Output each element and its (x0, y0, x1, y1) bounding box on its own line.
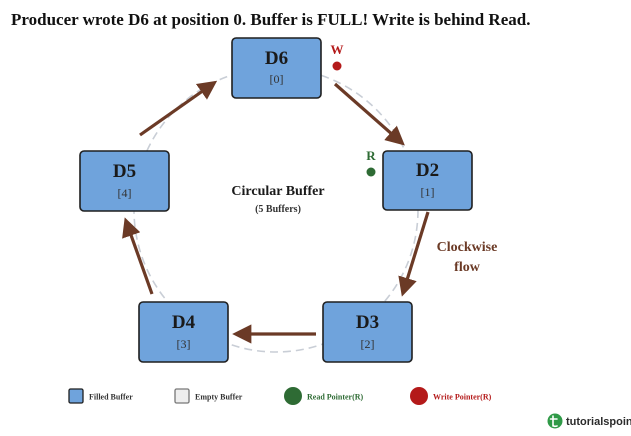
logo-text: tutorialspoint (566, 416, 631, 428)
buffer-slot-1: D2 [1] (382, 150, 473, 211)
tutorialspoint-logo: tutorialspoint (547, 413, 631, 429)
legend-read-label: Read Pointer(R) (307, 393, 364, 402)
legend-empty-label: Empty Buffer (195, 393, 243, 402)
buffer-index: [3] (177, 337, 191, 351)
read-pointer-dot (366, 167, 376, 177)
legend-empty-swatch (174, 388, 190, 404)
buffer-slot-0: D6 [0] (231, 37, 322, 99)
legend-filled-label: Filled Buffer (89, 393, 133, 402)
legend: Filled Buffer Empty Buffer Read Pointer(… (68, 387, 492, 405)
flow-label-line2: flow (454, 260, 481, 275)
buffer-index: [4] (118, 186, 132, 200)
center-title: Circular Buffer (231, 184, 324, 199)
buffer-slot-4: D5 [4] (79, 150, 170, 212)
buffer-index: [2] (361, 337, 375, 351)
buffer-box (79, 150, 170, 212)
write-pointer-label: W (331, 42, 344, 57)
legend-write-label: Write Pointer(R) (433, 393, 492, 402)
buffer-index: [1] (421, 185, 435, 199)
buffer-box (322, 301, 413, 363)
legend-filled-swatch (68, 388, 84, 404)
arrow-d6-to-d2 (333, 82, 405, 146)
buffer-box (382, 150, 473, 211)
read-pointer-label: R (366, 148, 376, 163)
buffer-name: D5 (113, 161, 136, 182)
buffer-name: D6 (265, 48, 288, 69)
legend-read-dot (284, 387, 302, 405)
arrow-d5-to-d6 (139, 80, 218, 137)
buffer-box (231, 37, 322, 99)
buffer-name: D3 (356, 312, 379, 333)
center-subtitle: (5 Buffers) (255, 204, 301, 215)
arrow-d4-to-d5 (122, 217, 154, 295)
buffer-slot-3: D4 [3] (138, 301, 229, 363)
diagram-title: Producer wrote D6 at position 0. Buffer … (11, 10, 530, 29)
buffer-name: D4 (172, 312, 196, 333)
flow-label-line1: Clockwise (437, 240, 498, 255)
write-pointer-dot (332, 61, 342, 71)
buffer-name: D2 (416, 160, 439, 181)
buffer-index: [0] (270, 72, 284, 86)
arrow-d2-to-d3 (398, 211, 430, 297)
tutorialspoint-logo-icon (547, 413, 563, 429)
legend-write-dot (410, 387, 428, 405)
buffer-slot-2: D3 [2] (322, 301, 413, 363)
buffer-box (138, 301, 229, 363)
